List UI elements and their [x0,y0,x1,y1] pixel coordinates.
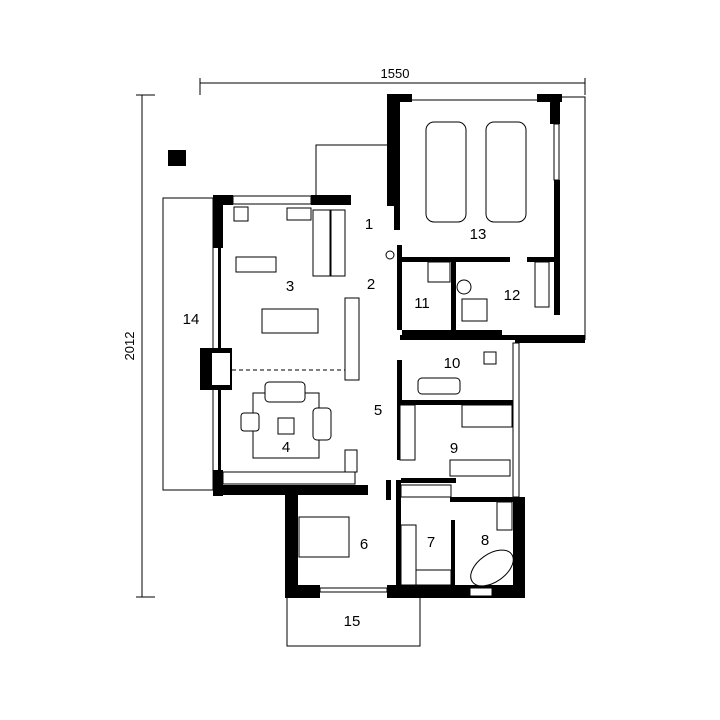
column-marker [168,150,186,166]
width-label: 1550 [381,66,410,81]
room-label-6: 6 [360,536,368,553]
sofa-icon [417,377,461,395]
wardrobe-icon [344,297,360,381]
sink-icon [286,207,312,221]
dining-table-icon [261,308,319,334]
height-label: 2012 [122,332,137,361]
walls [200,94,585,598]
dimension-height: 2012 [122,94,155,598]
room-label-4: 4 [282,439,290,456]
room-label-3: 3 [286,278,294,295]
chimney-icon [385,250,395,260]
wardrobe-icon [399,404,416,461]
chair-icon [483,351,497,365]
room-label-12: 12 [504,287,521,304]
room-label-2: 2 [367,276,375,293]
wardrobe-icon [330,209,346,277]
bed-icon [461,404,513,428]
room-label-11: 11 [414,295,430,312]
room-label-1: 1 [365,216,373,233]
car-icon [485,121,527,223]
sofa-icon [264,381,306,403]
washbasin-icon [496,501,513,531]
car-icon [425,121,467,223]
washing-machine-icon [461,298,488,322]
wardrobe-icon [400,484,452,498]
shower-icon [427,261,451,283]
stove-icon [233,206,249,222]
rug-icon [252,392,320,459]
room-label-10: 10 [444,355,461,372]
furniture [233,121,550,587]
wardrobe-icon [415,569,452,586]
boiler-icon [456,279,472,295]
cabinet-icon [534,261,550,308]
bathtub-icon [470,549,514,587]
entrance-canopy [315,144,387,196]
armchair-icon [240,412,260,432]
dimension-width: 1550 [199,66,586,95]
room-label-5: 5 [374,402,382,419]
wardrobe-icon [400,524,417,586]
kitchen-island-icon [235,256,277,273]
armchair-icon [312,407,332,441]
cabinet-icon [312,209,331,277]
room-label-13: 13 [470,226,487,243]
room-label-15: 15 [344,613,361,630]
cabinet-icon [344,449,358,473]
room-label-14: 14 [183,311,200,328]
bed-icon [298,516,350,558]
garage-canopy [562,96,586,340]
coffee-table-icon [277,417,295,435]
room-label-9: 9 [450,440,458,457]
room-label-7: 7 [427,534,435,551]
terrace-14 [162,197,214,491]
room-labels: 1 2 3 4 5 6 7 8 9 10 11 12 13 14 15 [183,216,521,630]
desk-icon [449,459,511,477]
room-label-8: 8 [481,532,489,549]
